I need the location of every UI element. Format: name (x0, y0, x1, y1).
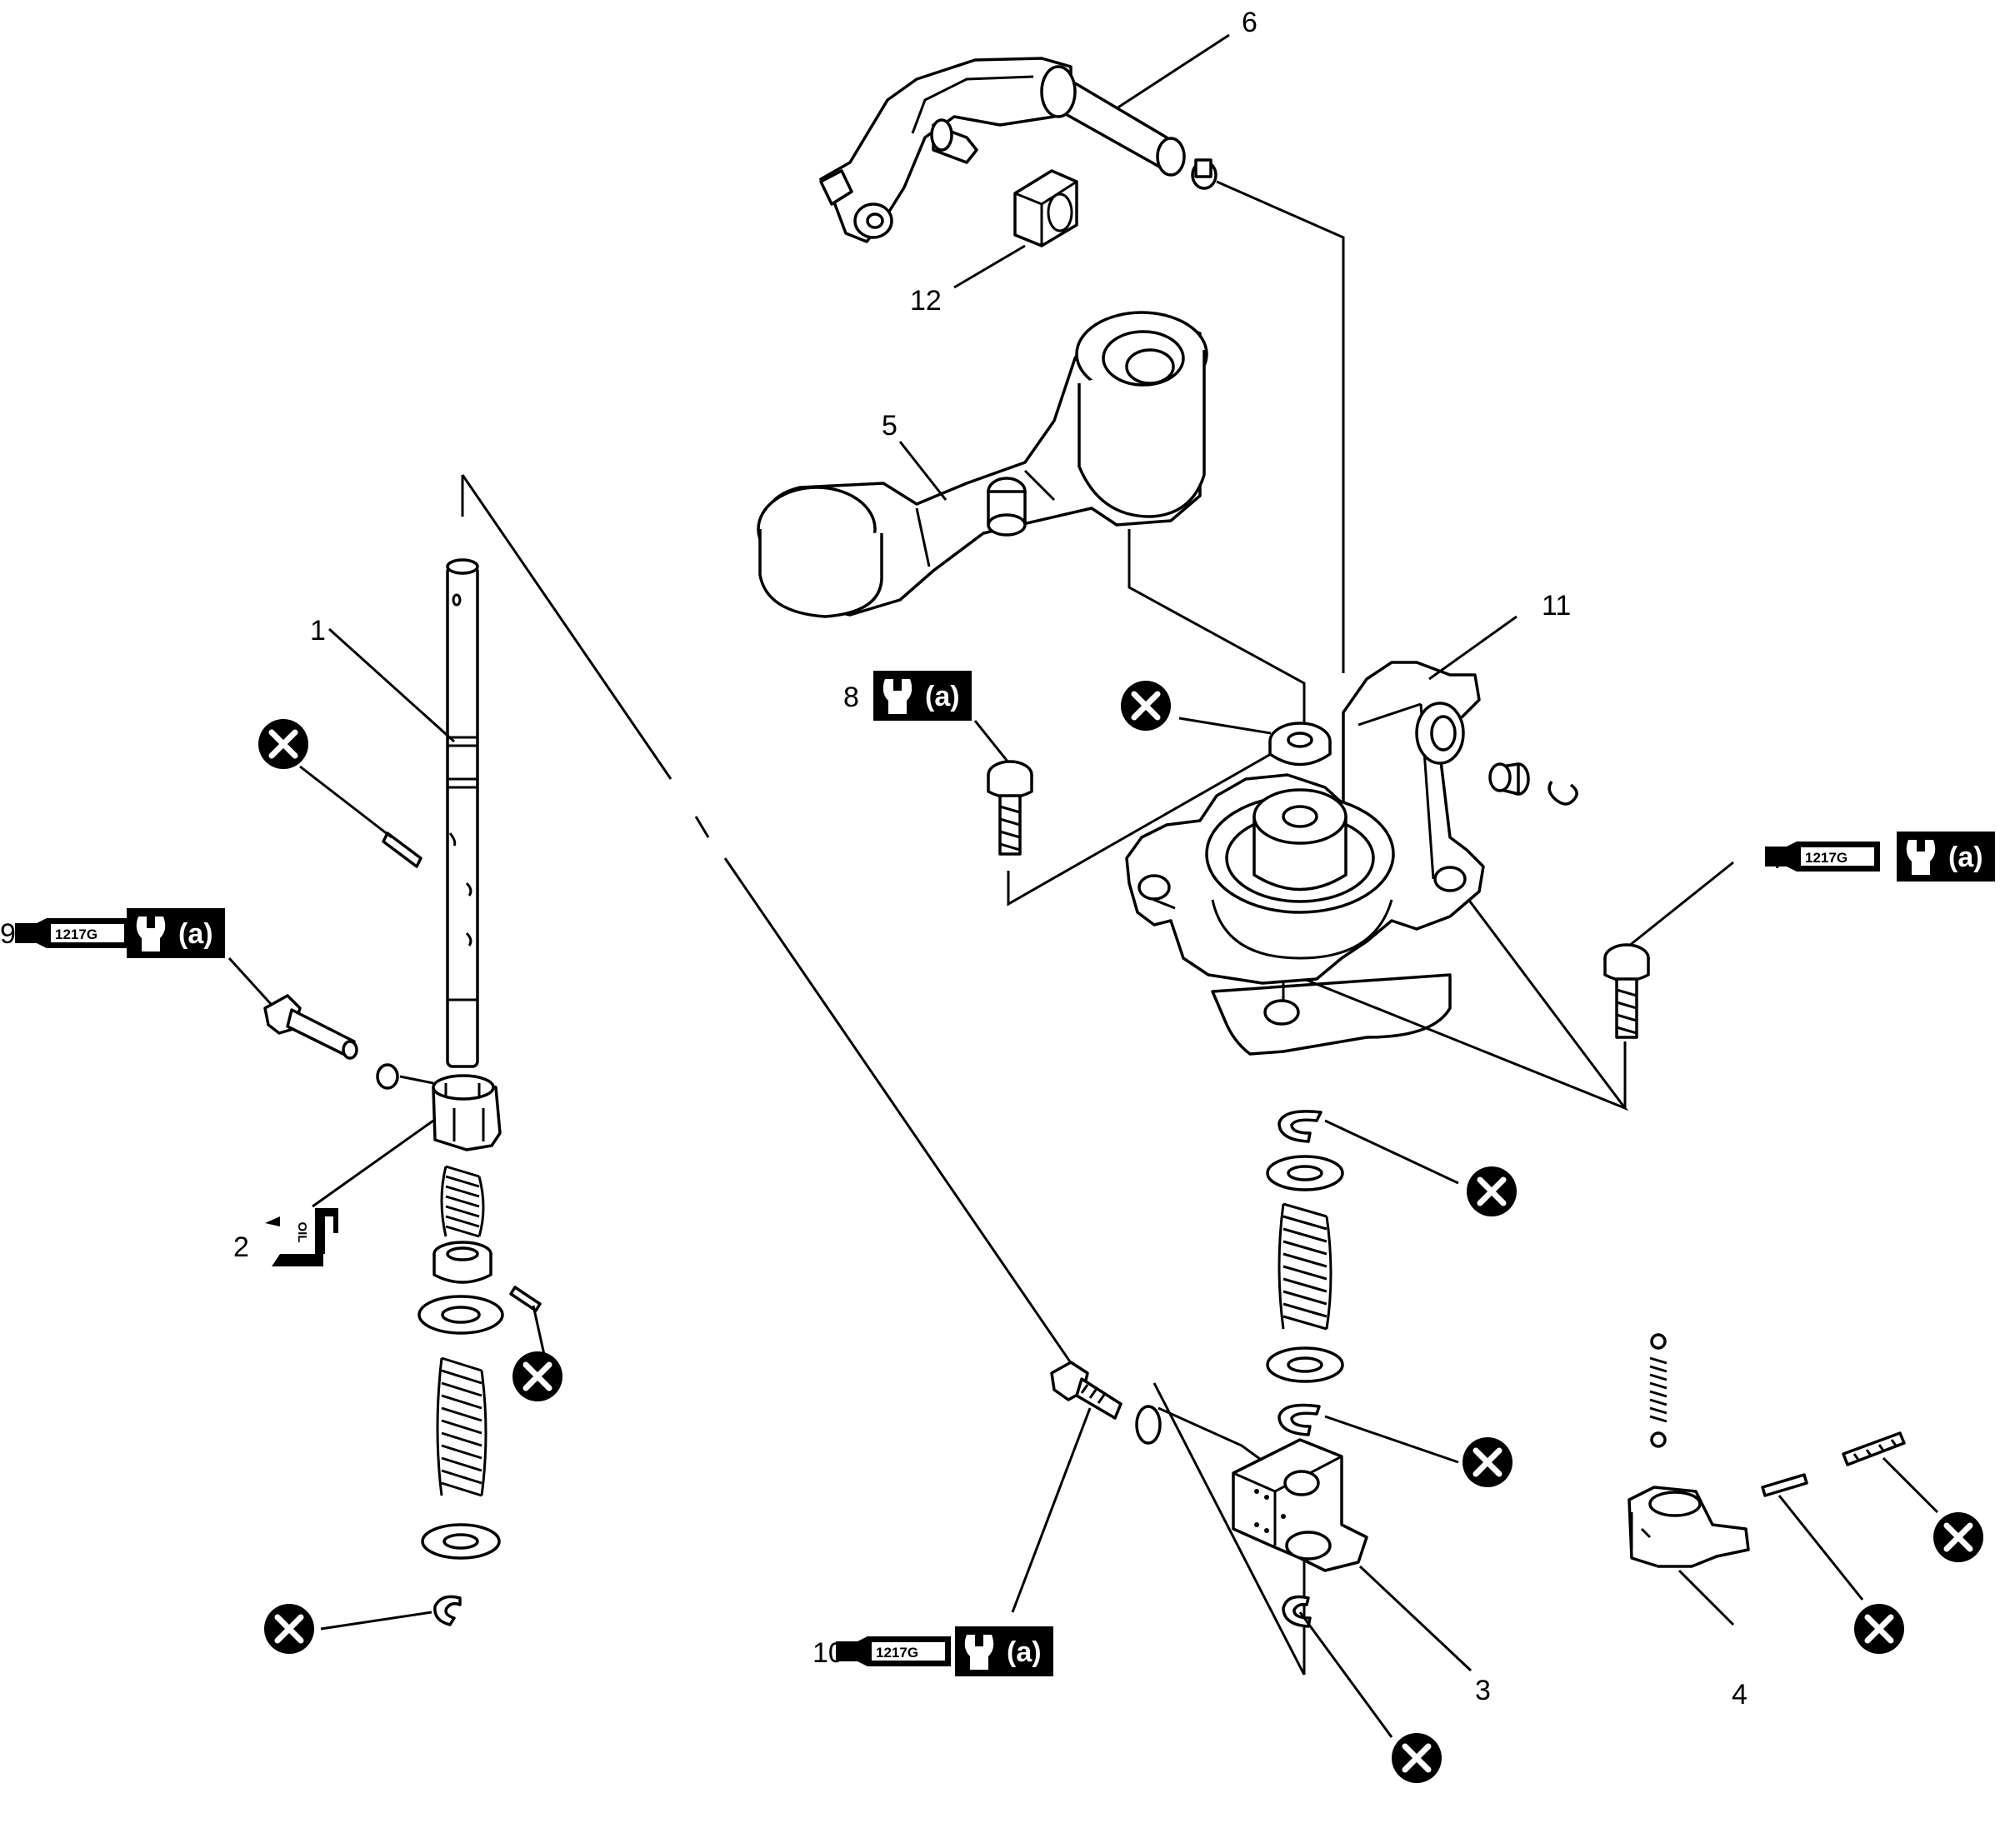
discard-icon (1121, 681, 1171, 731)
discard-icon (1462, 1437, 1512, 1487)
sealant-code-label: 1217G (55, 926, 98, 942)
bushing-and-clip (1488, 762, 1578, 806)
callout-6: 6 (1242, 7, 1258, 38)
discard-icon (1467, 1166, 1517, 1216)
spring-lower-left (436, 1356, 488, 1497)
washer-10 (1135, 1405, 1162, 1445)
washer-left-upper (418, 1295, 504, 1335)
part-12-bushing (1013, 169, 1078, 247)
part-5-selector-arm (757, 311, 1208, 618)
discard-icon (1854, 1604, 1904, 1654)
torque-spec-label: (a) (925, 681, 960, 712)
callout-7: 7 (1771, 843, 1787, 875)
callout-8: 8 (843, 682, 859, 713)
discard-icon (512, 1351, 562, 1401)
oil-label: OIL (295, 1222, 309, 1243)
torque-spec-label: (a) (1948, 842, 1983, 873)
discard-icon (264, 1604, 314, 1654)
sealant-code-label: 1217G (876, 1645, 918, 1661)
e-clip-left (433, 1595, 462, 1626)
washer-left-lower (421, 1523, 501, 1560)
callout-leaders (228, 33, 1939, 1738)
callout-2: 2 (233, 1231, 249, 1263)
o-ring-small (376, 1063, 399, 1090)
oil-can-icon: OIL (265, 1208, 338, 1266)
badge-10: 1217G (a) (835, 1626, 1053, 1676)
callout-1: 1 (310, 615, 326, 647)
bolt-7 (1603, 943, 1650, 1039)
pin-4-a (1761, 1473, 1808, 1497)
part-11-housing (1125, 661, 1485, 1056)
spring-upper-left (440, 1165, 485, 1238)
callout-numbers: 1 2 3 4 5 6 7 8 9 10 11 12 (0, 7, 1787, 1711)
torque-spec-label: (a) (178, 918, 213, 950)
discard-icon (1392, 1733, 1442, 1783)
pin-4-b (1842, 1431, 1906, 1466)
sealant-code-label: 1217G (1805, 850, 1848, 866)
callout-11: 11 (1542, 590, 1571, 622)
badge-8: (a) (873, 671, 972, 721)
e-clip-3 (1282, 1595, 1312, 1628)
torque-spec-label: (a) (1007, 1636, 1042, 1668)
part-2-sleeve (432, 1074, 502, 1151)
part-6-shift-lever (819, 57, 1218, 243)
badge-9: 1217G (a) (14, 908, 225, 958)
part-10-bolt (1050, 1361, 1122, 1420)
alignment-lines (461, 180, 1629, 1676)
part-1-shift-shaft (446, 558, 479, 1068)
callout-12: 12 (910, 285, 942, 317)
callout-3: 3 (1475, 1675, 1491, 1706)
badge-7: 1217G (a) (1764, 832, 1995, 882)
part-9-plunger (263, 994, 358, 1060)
washer-11 (1268, 722, 1332, 767)
callout-5: 5 (882, 410, 898, 442)
part-4-detent (1628, 1333, 1750, 1568)
part-3-detent-block (1232, 1438, 1368, 1572)
bolt-8 (987, 760, 1033, 856)
callout-10: 10 (812, 1637, 844, 1669)
callout-9: 9 (0, 918, 16, 950)
pin-1 (382, 832, 422, 868)
discard-icon (258, 719, 308, 769)
discard-icon (1933, 1512, 1983, 1562)
right-spring-stack (1266, 1110, 1344, 1436)
callout-4: 4 (1732, 1679, 1748, 1711)
collar-with-pin (432, 1241, 542, 1312)
